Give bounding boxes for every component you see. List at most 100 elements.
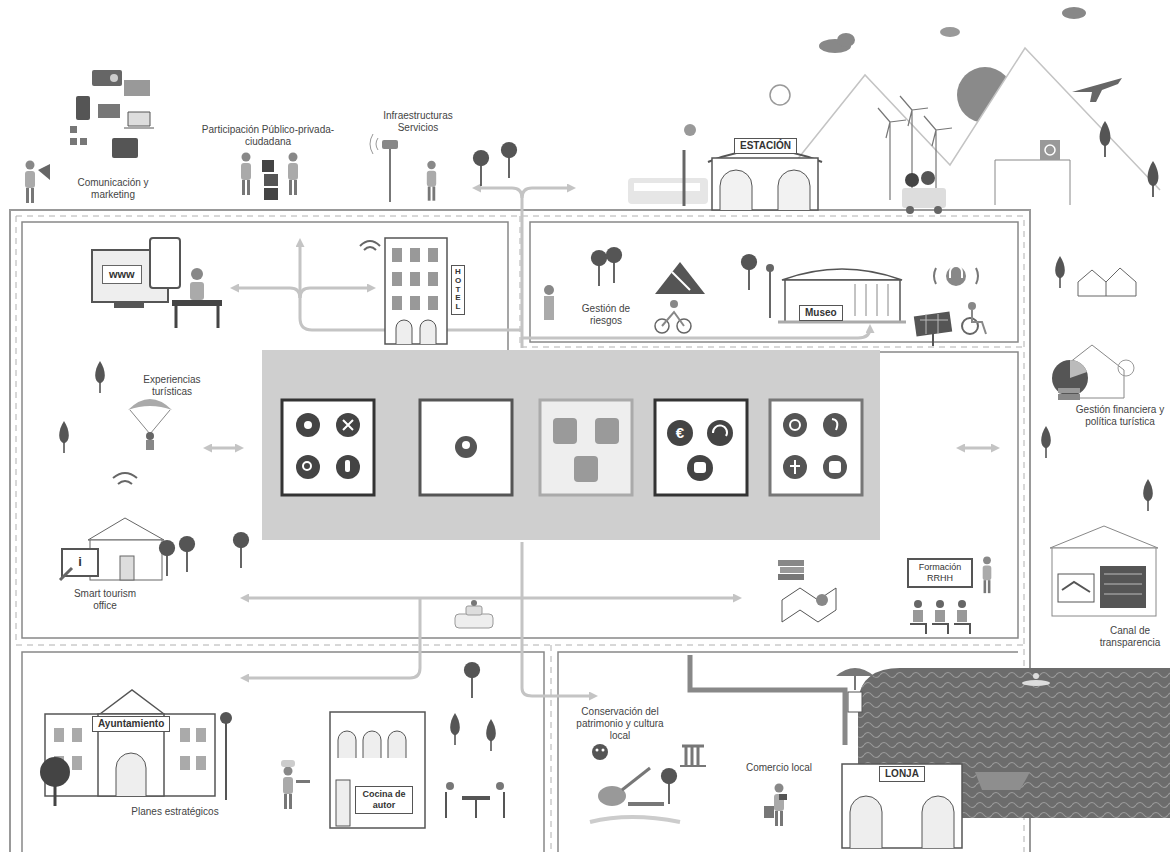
shopper [764, 784, 787, 827]
museum-zone-part [855, 284, 888, 316]
hotel-part-part [410, 272, 420, 286]
tourism-office-part [120, 556, 134, 580]
recycling-part [905, 173, 919, 187]
training-part-part [913, 610, 923, 622]
sky-part [760, 48, 1160, 206]
media-devices-part [70, 126, 77, 133]
core-panel-part [262, 350, 880, 540]
training-part [778, 574, 804, 580]
hotel-part [360, 241, 380, 250]
heritage [590, 744, 706, 822]
media-devices-part [98, 104, 120, 118]
flow-arrows-part [476, 188, 522, 348]
training-part-part [914, 600, 922, 608]
station-part [712, 158, 818, 210]
node-text: www [109, 268, 135, 281]
sky [760, 7, 1160, 206]
core-panel-part [420, 400, 512, 495]
tourism-office-part [179, 536, 195, 572]
media-devices-part [25, 161, 35, 204]
core-panel-part [832, 419, 837, 430]
core-panel-part-part [574, 456, 598, 482]
restaurant-part [296, 780, 310, 783]
paraglider-part [146, 440, 154, 450]
heritage-part [680, 765, 706, 767]
tourism-office-part [88, 518, 164, 540]
infrastructure-part [427, 161, 436, 201]
node-text: Museo [805, 307, 837, 319]
restaurant [281, 662, 504, 828]
right-scenery-part [1070, 360, 1087, 378]
museum-zone [544, 247, 986, 334]
right-scenery-part [1104, 574, 1142, 594]
coast-part [1022, 680, 1050, 686]
paraglider-part [130, 410, 170, 434]
paraglider-part [146, 432, 154, 440]
shopper-part [774, 784, 784, 827]
wind-turbines-part [878, 108, 906, 200]
core-panel-part [687, 455, 713, 481]
media-devices-part [76, 96, 90, 120]
zone-frame-part [22, 222, 1018, 638]
coast-part [1033, 673, 1039, 679]
museum-zone-part [544, 296, 554, 320]
flow-arrows-part [522, 328, 870, 338]
caption-label: Smart tourism office [65, 588, 145, 612]
web-desk-part [114, 302, 144, 308]
wind-turbines [878, 96, 952, 200]
training-part-part [936, 600, 944, 608]
training-part [910, 624, 970, 634]
node-text: Cocina de autor [359, 789, 409, 811]
training-part-part [958, 600, 966, 608]
recycling-part [1040, 140, 1060, 160]
right-scenery [1041, 121, 1158, 616]
hotel-part-part [410, 248, 420, 262]
core-panel-part [304, 421, 312, 429]
museum-zone-part [741, 254, 757, 290]
market-sign: LONJA [879, 766, 925, 782]
right-scenery-part [1062, 582, 1090, 592]
core-panel-part [303, 462, 311, 470]
caption-label: Gestión de riesgos [571, 303, 641, 327]
training-part [914, 600, 966, 608]
police-car-part [471, 600, 477, 606]
museum-zone-part [962, 318, 978, 334]
label-box: Canal de transparencia [1094, 625, 1166, 649]
core-panel-part [770, 400, 862, 495]
heritage-part [592, 744, 608, 760]
police-car-part [455, 614, 493, 628]
label-box: Gestión de riesgos [571, 303, 641, 327]
caption-label: € [670, 424, 690, 442]
tourism-office-part [60, 568, 72, 580]
core-panel-part [462, 441, 470, 449]
training-part [782, 588, 836, 622]
town-hall [40, 690, 232, 806]
infrastructure-part [382, 140, 398, 149]
right-scenery-part [1058, 574, 1094, 602]
node-text: Ayuntamiento [98, 718, 164, 730]
training-part [816, 594, 828, 606]
police-car-part [466, 606, 482, 615]
training-part-part [935, 610, 945, 622]
museum-zone-part [544, 285, 554, 295]
town-hall-part [100, 690, 164, 714]
participation-figures-part [264, 174, 278, 186]
recycling-part [902, 188, 946, 208]
station-part [628, 178, 708, 204]
hotel-part-part [428, 296, 438, 310]
flow-arrows [207, 188, 996, 696]
right-scenery-part [1055, 256, 1065, 288]
recycling-part [995, 160, 1070, 205]
flow-arrows-part [244, 597, 522, 600]
right-scenery-part [1050, 526, 1158, 548]
participation-figures [241, 153, 298, 201]
infrastructure [370, 134, 517, 202]
core-panel-part [540, 400, 632, 495]
town-hall-part-part [180, 728, 190, 742]
node-text: HOTEL [454, 268, 462, 312]
core-panel-part [823, 413, 847, 437]
station [628, 85, 822, 210]
media-devices-part [112, 138, 138, 158]
hotel-part [385, 238, 447, 344]
